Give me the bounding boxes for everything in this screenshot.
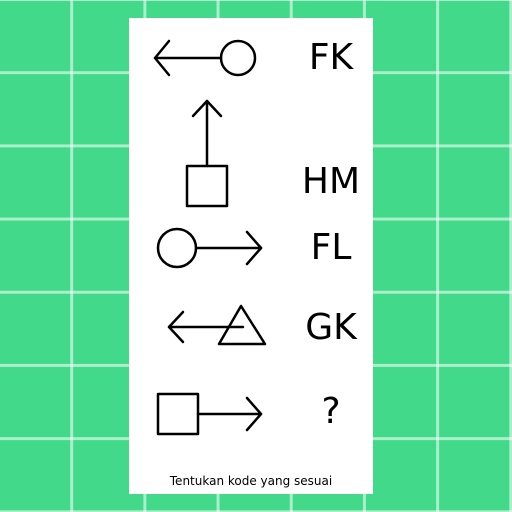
code-label-4: GK: [305, 307, 357, 348]
triangle-left-arrow-icon: [167, 304, 267, 346]
puzzle-row-2: HM: [129, 96, 373, 211]
puzzle-row-5: ?: [129, 388, 373, 448]
circle-left-arrow-icon: [153, 39, 257, 77]
puzzle-row-1: FK: [129, 28, 373, 88]
caption: Tentukan kode yang sesuai: [169, 474, 333, 488]
code-label-5: ?: [321, 391, 341, 432]
code-label-3: FL: [310, 227, 352, 268]
puzzle-row-3: FL: [129, 218, 373, 278]
circle-right-arrow-icon: [156, 227, 263, 269]
puzzle-card: FK HM FL GK ?: [129, 18, 373, 494]
square-right-arrow-icon: [156, 392, 263, 436]
code-label-1: FK: [308, 37, 354, 78]
square-up-arrow-icon: [185, 99, 229, 208]
code-label-2: HM: [301, 161, 361, 202]
puzzle-row-4: GK: [129, 298, 373, 358]
